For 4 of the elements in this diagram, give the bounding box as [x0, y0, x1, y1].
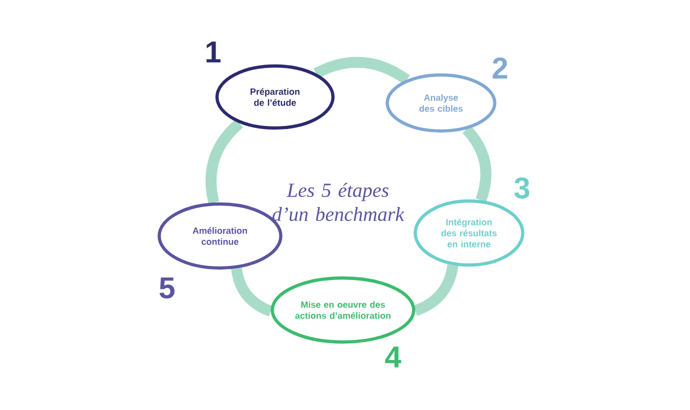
step-number: 3 — [514, 177, 530, 199]
step-number: 5 — [160, 278, 175, 298]
step-number: 4 — [385, 346, 402, 368]
step-number: 1 — [206, 42, 221, 62]
